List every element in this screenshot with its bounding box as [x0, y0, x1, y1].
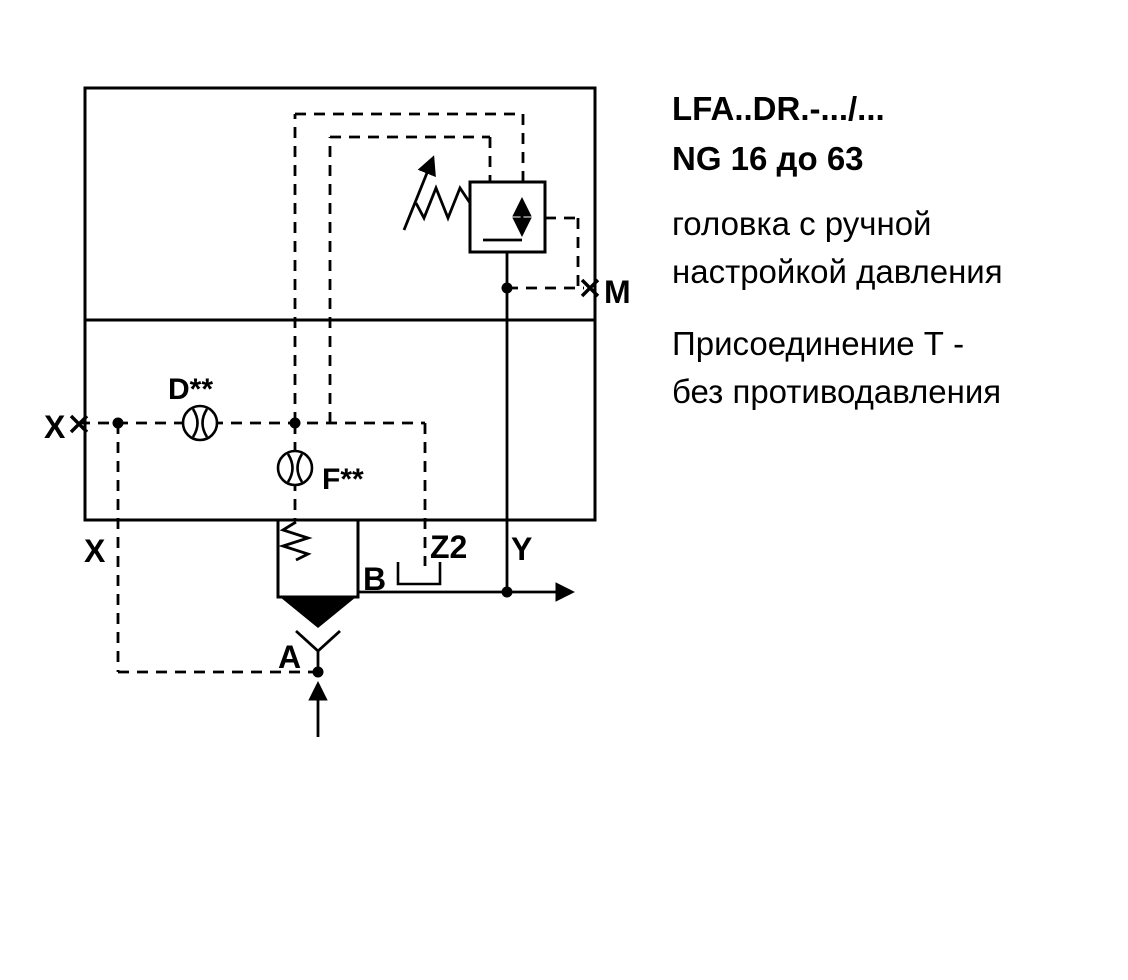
adjustment-arrow — [402, 155, 436, 231]
caption-line-3: Присоединение Т - — [672, 325, 965, 362]
caption-line-2: настройкой давления — [672, 253, 1003, 290]
junction-dot — [112, 417, 124, 429]
caption-line-4: без противодавления — [672, 373, 1002, 410]
cartridge-poppet — [280, 597, 356, 628]
relief-valve-body — [468, 180, 547, 254]
junction-dot — [312, 666, 324, 678]
port-label-y: Y — [511, 531, 532, 567]
size-range: NG 16 до 63 — [672, 140, 864, 177]
orifice-d-symbol — [181, 404, 219, 442]
logic-cartridge — [276, 518, 360, 653]
port-label-a: A — [278, 639, 301, 675]
caption-block: LFA..DR.-.../... NG 16 до 63 головка с р… — [672, 84, 1112, 416]
port-label-m: M — [604, 274, 631, 310]
model-code: LFA..DR.-.../... — [672, 90, 885, 127]
port-labels: X X D** F** B Z2 Y M A — [44, 274, 631, 675]
junction-dot — [289, 417, 301, 429]
cartridge-seat — [295, 629, 341, 653]
junction-dots — [112, 282, 513, 678]
orifice-label-d: D** — [168, 373, 213, 406]
port-label-b: B — [363, 561, 386, 597]
port-label-x-bottom: X — [84, 533, 106, 569]
port-x-cross — [69, 414, 89, 434]
caption-line-1: головка с ручной — [672, 205, 932, 242]
orifice-d-arc-right — [201, 408, 209, 438]
junction-dot — [501, 586, 513, 598]
pilot-relief-valve — [402, 155, 547, 254]
junction-dot — [501, 282, 513, 294]
orifice-f-symbol — [276, 449, 314, 487]
port-label-x-left: X — [44, 409, 66, 445]
port-label-z2: Z2 — [430, 529, 467, 565]
orifice-d-circle — [181, 404, 219, 442]
orifice-f-arc-left — [286, 453, 294, 483]
orifice-label-f: F** — [322, 463, 364, 496]
housing-block — [83, 86, 597, 522]
orifice-f-circle — [276, 449, 314, 487]
port-z2-bracket — [396, 562, 442, 586]
port-m-cross — [580, 278, 600, 298]
orifice-d-arc-left — [191, 408, 199, 438]
relief-valve-spring — [414, 184, 472, 222]
port-symbols — [69, 278, 600, 586]
orifice-f-arc-right — [296, 453, 304, 483]
housing-outline — [83, 86, 597, 522]
cartridge-spring — [278, 520, 313, 562]
main-lines — [308, 252, 575, 737]
